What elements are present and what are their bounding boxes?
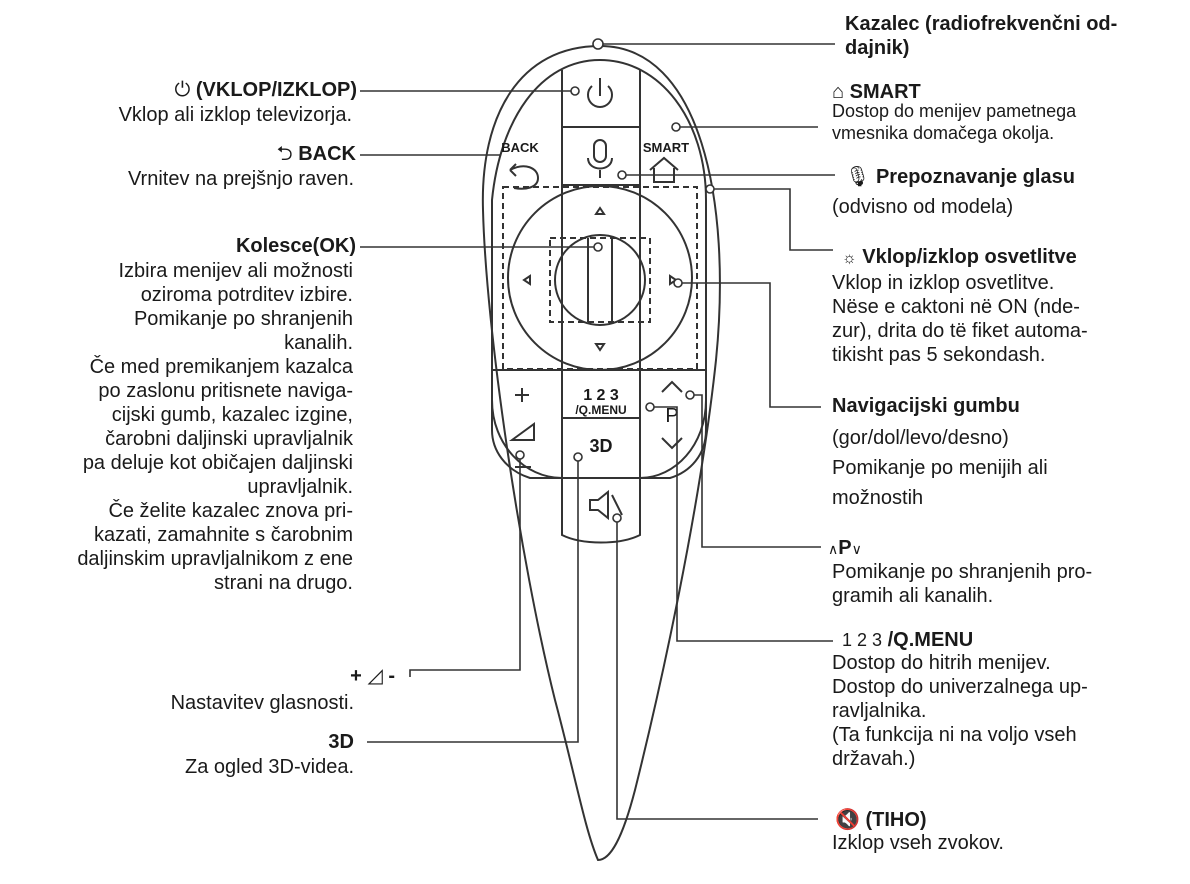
wheel-line: upravljalnik. bbox=[247, 476, 353, 498]
label-program-desc: Pomikanje po shranjenih pro- gramih ali … bbox=[832, 561, 1093, 607]
mute-icon: 🔇 bbox=[835, 809, 860, 831]
volume-triangle-icon: ◿ bbox=[367, 665, 383, 687]
plus-icon bbox=[515, 388, 529, 402]
label-wheel-title: Kolesce(OK) bbox=[235, 235, 356, 257]
chevron-up-icon: ∧ bbox=[828, 541, 839, 557]
label-3d-title: 3D bbox=[328, 731, 354, 753]
wheel-grip-lines bbox=[587, 238, 613, 322]
dot-smart bbox=[671, 122, 681, 132]
wheel-line: čarobni daljinski upravljalnik bbox=[105, 428, 353, 450]
dot-voice bbox=[617, 170, 627, 180]
remote-smart-label: SMART bbox=[643, 140, 689, 155]
label-light-desc: Vklop in izklop osvetlitve. Nëse e cakto… bbox=[832, 272, 1088, 366]
volume-triangle-icon bbox=[508, 422, 535, 441]
dot-light bbox=[705, 184, 715, 194]
dot-wheel bbox=[593, 242, 603, 252]
wheel-line: cijski gumb, kazalec izgine, bbox=[111, 404, 353, 426]
remote-3d-label: 3D bbox=[589, 436, 612, 456]
remote-p-label: P bbox=[665, 405, 678, 427]
remote-num-label: 1 2 3 bbox=[583, 387, 619, 404]
label-mute-desc: Izklop vseh zvokov. bbox=[832, 832, 1004, 854]
light-bulb-icon: ☼ bbox=[842, 250, 857, 267]
label-3d-desc: Za ogled 3D-videa. bbox=[185, 756, 354, 778]
dot-qmenu bbox=[645, 402, 655, 412]
wheel-area-dashed bbox=[549, 237, 651, 323]
wheel-line: pa deluje kot običajen daljinski bbox=[82, 452, 353, 474]
power-icon: ⏻ bbox=[174, 79, 191, 101]
label-voice-title: 🎙 Prepoznavanje glasu bbox=[845, 166, 1075, 188]
label-light-title: ☼ Vklop/izklop osvetlitve bbox=[842, 245, 1077, 271]
ok-wheel[interactable] bbox=[554, 234, 646, 326]
callout-volume bbox=[409, 455, 521, 677]
back-arrow-icon: ⮌ bbox=[276, 143, 293, 165]
label-back-desc: Vrnitev na prejšnjo raven. bbox=[127, 168, 354, 190]
chevron-down-icon: ∨ bbox=[851, 541, 862, 557]
remote-qmenu-label: /Q.MENU bbox=[575, 403, 626, 417]
label-back-title: ⮌ BACK bbox=[276, 143, 356, 165]
label-mute-title: 🔇 (TIHO) bbox=[835, 809, 927, 831]
label-power-title: ⏻ (VKLOP/IZKLOP) bbox=[174, 79, 358, 101]
chevron-down-icon[interactable] bbox=[661, 437, 683, 450]
label-volume-title: + ◿ - bbox=[350, 665, 395, 687]
mute-button-icon[interactable] bbox=[589, 489, 623, 521]
label-nav-desc: (gor/dol/levo/desno) Pomikanje po meniji… bbox=[832, 427, 1048, 509]
label-qmenu-title: 1 2 3 /Q.MENU bbox=[842, 629, 974, 651]
nav-up-arrow-icon[interactable] bbox=[594, 206, 606, 215]
callout-qmenu bbox=[650, 406, 833, 642]
label-voice-desc: (odvisno od modela) bbox=[832, 196, 1014, 218]
nav-left-arrow-icon[interactable] bbox=[522, 274, 531, 286]
home-icon: ⌂ bbox=[832, 81, 845, 103]
wheel-line: strani na drugo. bbox=[214, 572, 353, 594]
program-button-shape[interactable] bbox=[639, 369, 707, 479]
dot-program bbox=[685, 390, 695, 400]
wheel-line: Če med premikanjem kazalca bbox=[89, 356, 353, 378]
dot-pointer bbox=[592, 38, 604, 50]
label-pointer-title: Kazalec (radiofrekvenčni od-dajnik) bbox=[845, 13, 1118, 59]
dot-3d bbox=[573, 452, 583, 462]
wheel-line: Izbira menijev ali možnosti bbox=[118, 260, 353, 282]
wheel-line: Če želite kazalec znova pri- bbox=[108, 500, 353, 522]
wheel-line: Pomikanje po shranjenih bbox=[133, 308, 353, 330]
label-nav-title: Navigacijski gumbu bbox=[832, 395, 1020, 417]
nav-ring[interactable] bbox=[507, 185, 693, 371]
volume-button-shape[interactable] bbox=[491, 369, 563, 479]
wheel-line: oziroma potrditev izbire. bbox=[140, 284, 353, 306]
nav-right-arrow-icon[interactable] bbox=[669, 274, 678, 286]
callout-program bbox=[690, 394, 821, 548]
label-volume-desc: Nastavitev glasnosti. bbox=[170, 692, 354, 714]
label-smart-desc: Dostop do menijev pametnega vmesnika dom… bbox=[832, 101, 1077, 143]
back-button-icon[interactable] bbox=[509, 163, 540, 190]
callout-light bbox=[710, 188, 833, 251]
label-program-title: ∧P∨ bbox=[828, 537, 862, 559]
label-power-desc: Vklop ali izklop televizorja. bbox=[118, 104, 352, 126]
remote-body-outline bbox=[481, 44, 721, 862]
label-wheel-desc: Izbira menijev ali možnosti oziroma potr… bbox=[77, 259, 353, 595]
wheel-line: kazati, zamahnite s čarobnim bbox=[93, 524, 353, 546]
wheel-line: kanalih. bbox=[284, 332, 353, 354]
chevron-up-icon[interactable] bbox=[661, 380, 683, 393]
microphone-icon: 🎙 bbox=[845, 166, 871, 188]
callout-mute bbox=[616, 518, 818, 820]
mute-button-shape[interactable] bbox=[561, 477, 641, 544]
mic-button-icon-stand bbox=[587, 157, 613, 178]
dot-volume bbox=[515, 450, 525, 460]
dot-nav bbox=[673, 278, 683, 288]
callout-nav bbox=[678, 282, 821, 408]
callout-3d bbox=[367, 457, 579, 743]
wheel-line: daljinskim upravljalnikom z ene bbox=[77, 548, 353, 570]
power-button-icon[interactable] bbox=[587, 85, 613, 108]
home-button-icon[interactable] bbox=[649, 156, 679, 183]
wheel-line: po zaslonu pritisnete naviga- bbox=[98, 380, 353, 402]
dot-mute bbox=[612, 513, 622, 523]
remote-back-label: BACK bbox=[501, 140, 539, 155]
dot-power bbox=[570, 86, 580, 96]
label-smart-title: ⌂ SMART bbox=[832, 81, 921, 103]
nav-down-arrow-icon[interactable] bbox=[594, 343, 606, 352]
mic-button-icon[interactable] bbox=[593, 139, 607, 163]
label-qmenu-desc: Dostop do hitrih menijev. Dostop do univ… bbox=[832, 652, 1088, 770]
